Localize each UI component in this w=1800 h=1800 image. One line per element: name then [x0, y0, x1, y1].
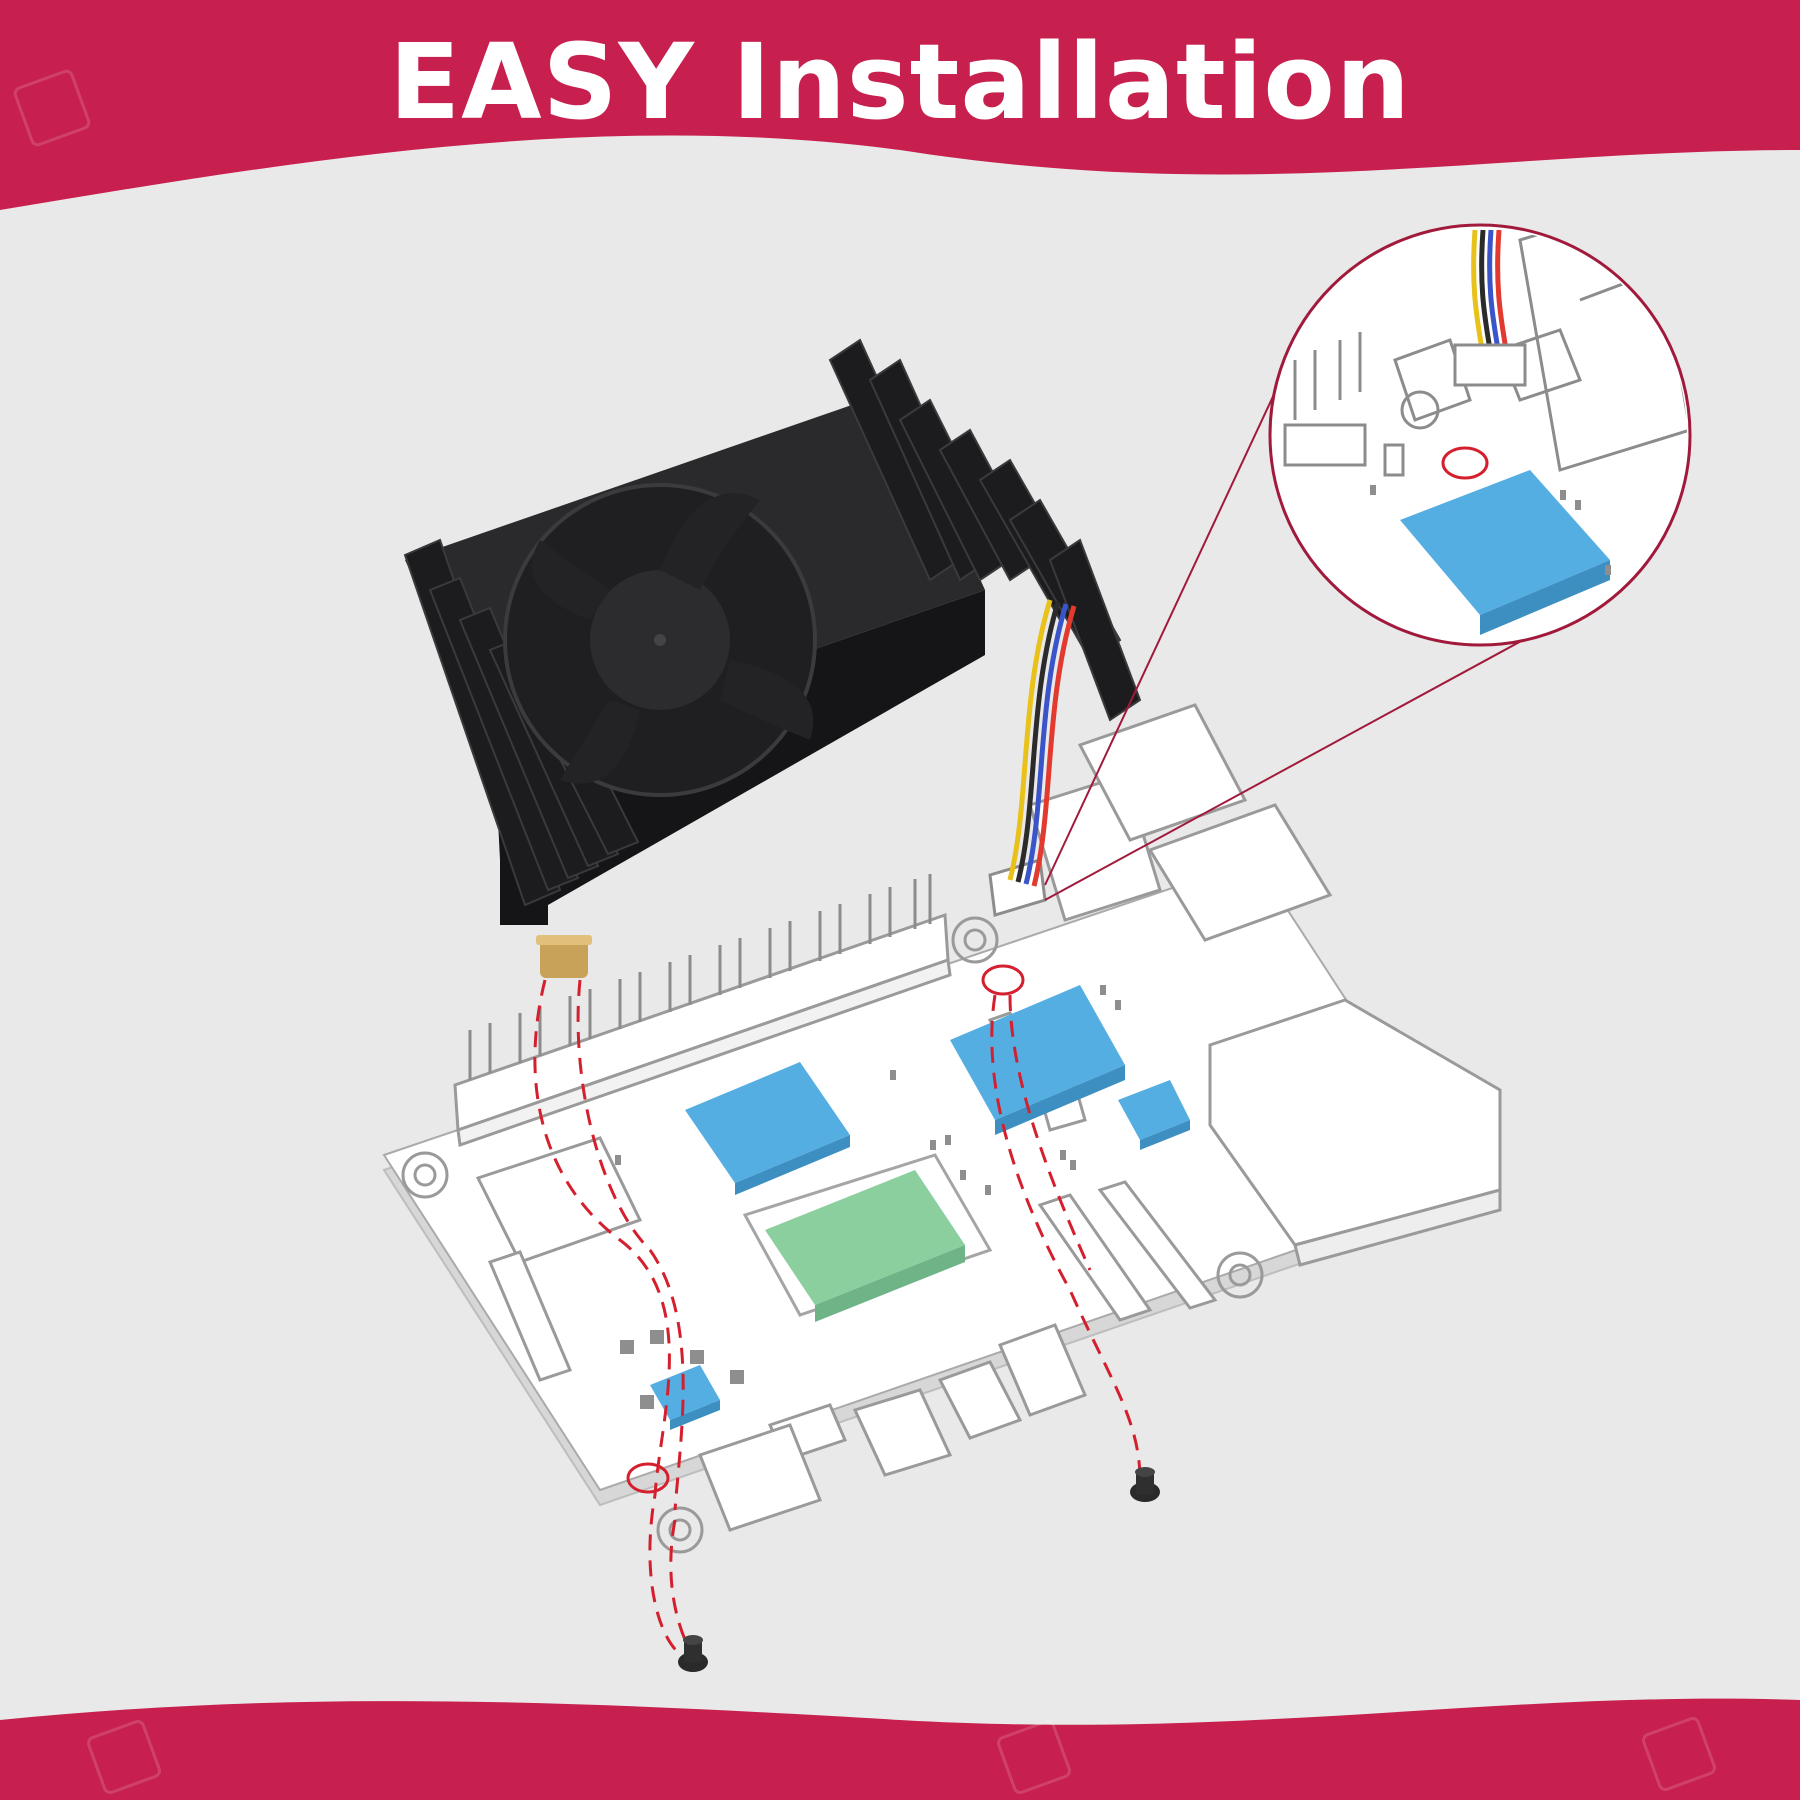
- thermal-pad: [685, 1062, 850, 1195]
- soc-chip: [742, 1153, 993, 1322]
- thermal-pad: [1118, 1080, 1190, 1150]
- gpio-header: [453, 874, 952, 1148]
- top-banner: [0, 0, 1800, 210]
- fan-cable: [1007, 599, 1077, 887]
- page-title: EASY Installation: [389, 21, 1411, 143]
- thermal-pad: [950, 985, 1125, 1135]
- watermark-logo: [13, 69, 1716, 1794]
- screw-icon: [678, 1635, 708, 1672]
- brass-standoff: [540, 940, 588, 978]
- magnifier-inset: [1268, 223, 1692, 647]
- heatsink-fan: [403, 338, 1142, 978]
- screw-icon: [1130, 1467, 1160, 1502]
- bottom-banner: [0, 1698, 1800, 1800]
- circuit-board: [382, 703, 1502, 1554]
